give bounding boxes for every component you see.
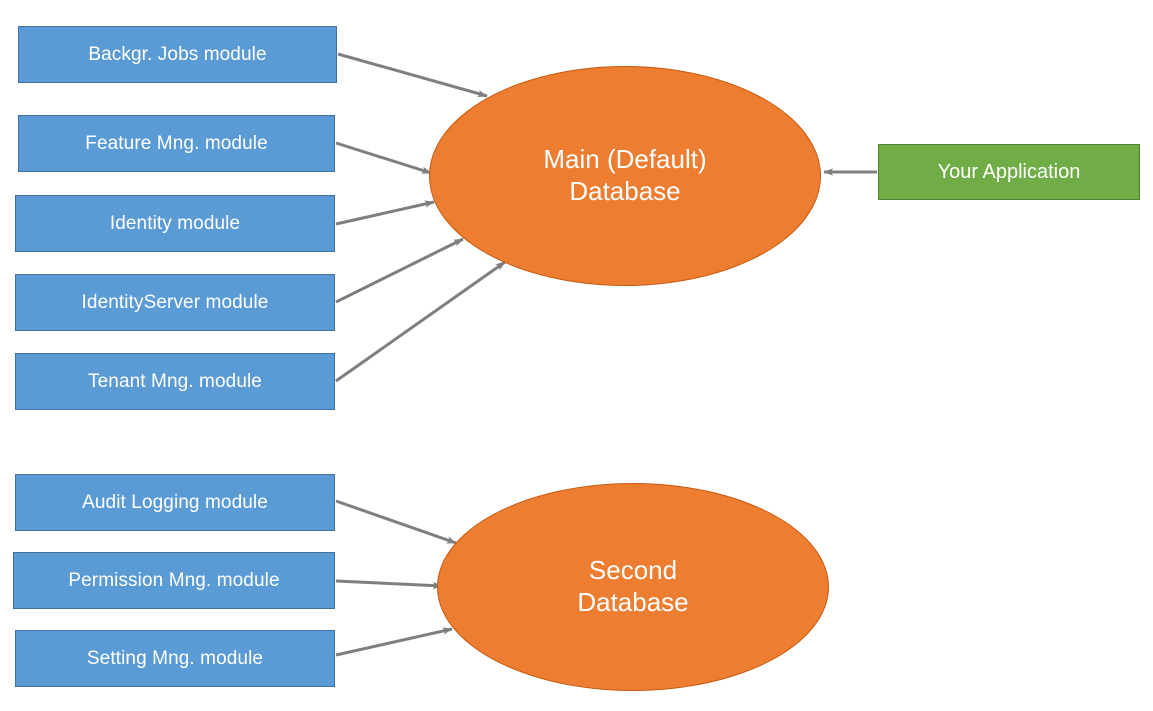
module-label: Permission Mng. module	[68, 569, 280, 591]
application-label: Your Application	[937, 160, 1081, 183]
module-label: Identity module	[109, 212, 241, 234]
database-main-label-line2: Database	[569, 176, 681, 206]
connector-identity-to-main	[335, 200, 435, 226]
connector-tenant-mng-to-main	[335, 260, 506, 383]
module-box-identityserver[interactable]: IdentityServer module	[15, 274, 335, 331]
database-main-label-line1: Main (Default)	[543, 144, 707, 175]
connector-audit-logging-to-second	[335, 499, 457, 545]
database-ellipse-main[interactable]: Main (Default) Database	[429, 66, 821, 286]
module-label: IdentityServer module	[81, 291, 269, 313]
database-second-label-line2: Database	[577, 587, 689, 617]
module-label: Audit Logging module	[82, 491, 268, 513]
module-label: Tenant Mng. module	[88, 370, 262, 392]
module-box-audit-logging[interactable]: Audit Logging module	[15, 474, 335, 531]
module-box-tenant-mng[interactable]: Tenant Mng. module	[15, 353, 335, 410]
database-second-label: Second Database	[559, 555, 706, 618]
database-ellipse-second[interactable]: Second Database	[437, 483, 829, 691]
module-label: Feature Mng. module	[85, 132, 268, 154]
module-box-permission-mng[interactable]: Permission Mng. module	[13, 552, 335, 609]
module-box-setting-mng[interactable]: Setting Mng. module	[15, 630, 335, 687]
connector-setting-mng-to-second	[335, 627, 453, 657]
module-box-backgr-jobs[interactable]: Backgr. Jobs module	[18, 26, 337, 83]
module-label: Setting Mng. module	[86, 647, 264, 669]
connector-feature-mng-to-main	[335, 141, 432, 175]
module-label: Backgr. Jobs module	[88, 43, 267, 65]
connector-permission-mng-to-second	[335, 579, 443, 590]
database-main-label: Main (Default) Database	[525, 144, 724, 207]
connector-backgr-jobs-to-main	[337, 52, 488, 98]
database-second-label-line1: Second	[588, 555, 678, 586]
module-box-identity[interactable]: Identity module	[15, 195, 335, 252]
module-box-feature-mng[interactable]: Feature Mng. module	[18, 115, 335, 172]
application-box[interactable]: Your Application	[878, 144, 1140, 200]
connector-identityserver-to-main	[335, 237, 464, 304]
